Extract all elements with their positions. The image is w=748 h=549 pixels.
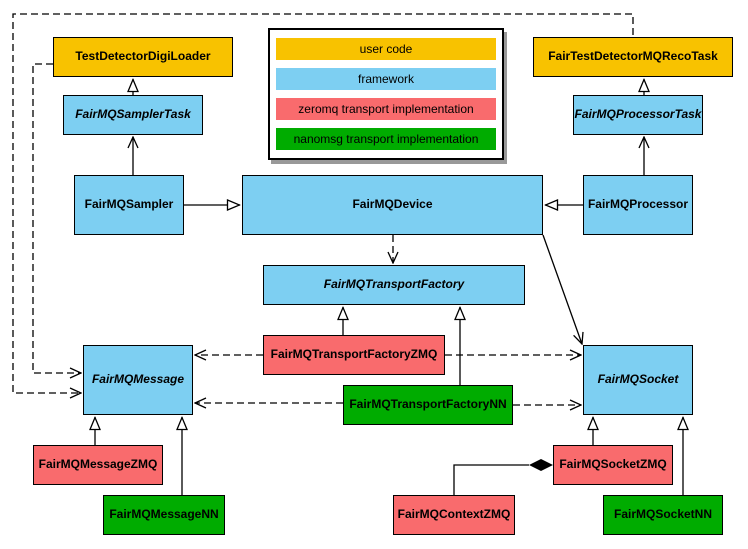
class-box-fairmqmessagezmq: FairMQMessageZMQ: [33, 445, 163, 485]
class-box-fairtestdetectormqrecotask: FairTestDetectorMQRecoTask: [533, 37, 733, 77]
legend-label: zeromq transport implementation: [298, 102, 474, 116]
class-label: FairMQMessageNN: [109, 507, 219, 522]
legend-item-framework: framework: [276, 68, 496, 90]
class-label: FairMQTransportFactoryZMQ: [270, 347, 438, 362]
edge-digiloader-to-message: [32, 63, 81, 373]
class-box-fairmqsocketzmq: FairMQSocketZMQ: [553, 445, 673, 485]
class-box-fairmqsampler: FairMQSampler: [74, 175, 184, 235]
legend-label: nanomsg transport implementation: [293, 132, 479, 146]
legend-label: user code: [359, 42, 413, 56]
class-label: FairTestDetectorMQRecoTask: [548, 49, 718, 64]
class-label: FairMQMessage: [91, 372, 185, 387]
class-label: TestDetectorDigiLoader: [75, 49, 211, 64]
class-box-fairmqsamplertask: FairMQSamplerTask: [63, 95, 203, 135]
legend: user code framework zeromq transport imp…: [268, 28, 504, 160]
class-label: FairMQTransportFactory: [323, 277, 465, 292]
class-box-fairmqcontextzmq: FairMQContextZMQ: [393, 495, 515, 535]
composition-diamond: [529, 459, 553, 471]
class-label: FairMQSampler: [84, 197, 174, 212]
class-label: FairMQSamplerTask: [75, 107, 191, 122]
class-label: FairMQMessageZMQ: [38, 457, 158, 472]
legend-item-nanomsg: nanomsg transport implementation: [276, 128, 496, 150]
class-box-fairmqprocessor: FairMQProcessor: [583, 175, 693, 235]
class-label: FairMQProcessor: [587, 197, 689, 212]
class-label: FairMQDevice: [352, 197, 433, 212]
class-label: FairMQProcessorTask: [574, 107, 702, 122]
class-label: FairMQSocket: [597, 372, 679, 387]
edge-device-to-socket: [542, 234, 582, 344]
legend-item-user-code: user code: [276, 38, 496, 60]
class-box-fairmqprocessortask: FairMQProcessorTask: [573, 95, 703, 135]
class-box-fairmqsocketnn: FairMQSocketNN: [603, 495, 723, 535]
class-box-fairmqtransportfactory: FairMQTransportFactory: [263, 265, 525, 305]
legend-item-zeromq: zeromq transport implementation: [276, 98, 496, 120]
class-label: FairMQTransportFactoryNN: [349, 397, 507, 412]
class-label: FairMQSocketNN: [613, 507, 713, 522]
edge-recotask-to-message: [12, 13, 634, 393]
class-box-fairmqtransportfactorynn: FairMQTransportFactoryNN: [343, 385, 513, 425]
class-box-testdetectordigiloader: TestDetectorDigiLoader: [53, 37, 233, 77]
legend-label: framework: [357, 72, 414, 86]
class-box-fairmqmessage: FairMQMessage: [83, 345, 193, 415]
edge-contextzmq-composition-socketzmq: [453, 464, 529, 495]
class-box-fairmqdevice: FairMQDevice: [242, 175, 543, 235]
class-box-fairmqsocket: FairMQSocket: [583, 345, 693, 415]
class-label: FairMQSocketZMQ: [559, 457, 667, 472]
class-box-fairmqtransportfactoryzmq: FairMQTransportFactoryZMQ: [263, 335, 445, 375]
class-label: FairMQContextZMQ: [397, 507, 511, 522]
class-box-fairmqmessagenn: FairMQMessageNN: [103, 495, 225, 535]
